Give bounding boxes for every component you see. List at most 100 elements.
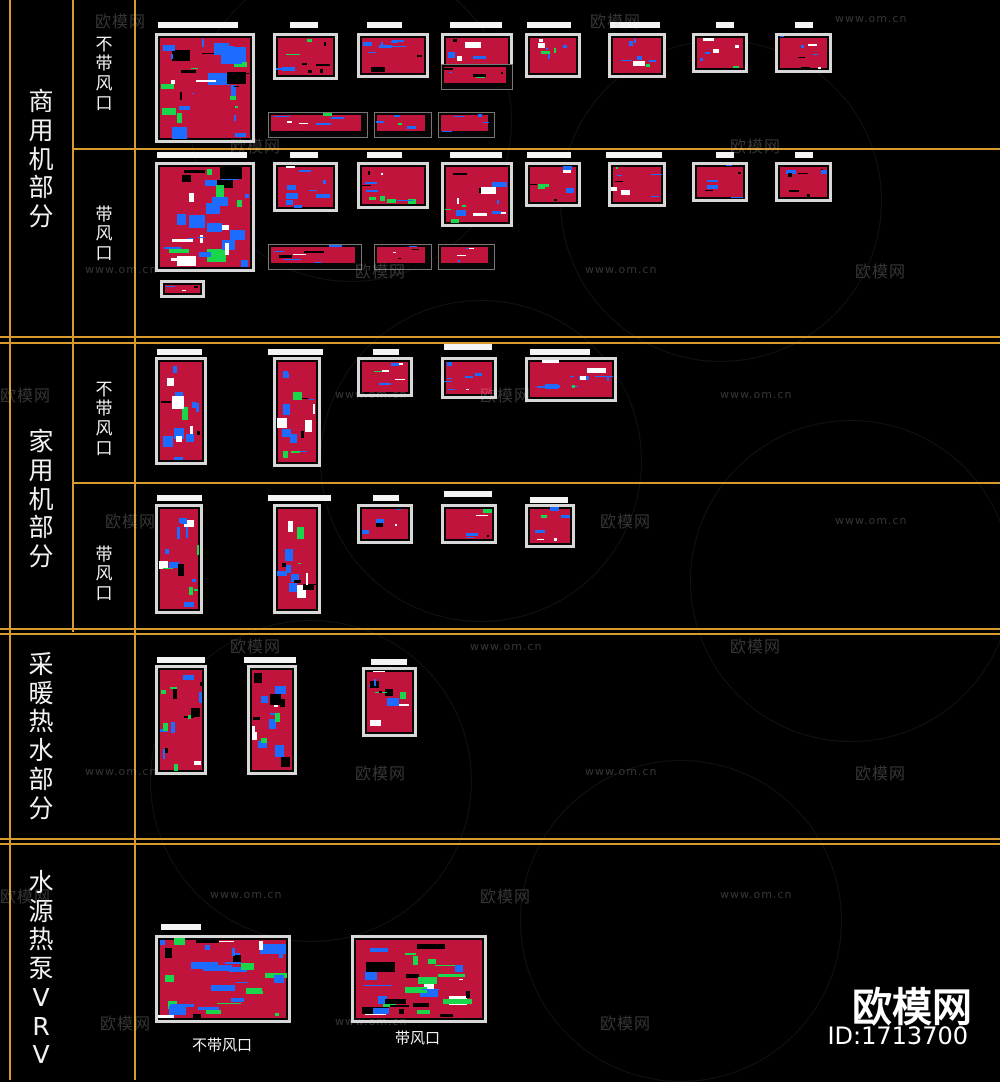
sheet-detail [274, 116, 290, 117]
sheet-detail [230, 96, 236, 100]
sheet-detail [188, 238, 194, 239]
sheet-detail [473, 213, 487, 216]
sheet-title-bar [158, 22, 238, 28]
sheet-detail [821, 169, 823, 170]
sheet-detail [481, 187, 496, 194]
watermark-logo: 欧模网 [230, 637, 282, 656]
sheet-detail [203, 965, 232, 971]
sheet-detail [447, 362, 452, 366]
sheet-detail [380, 196, 385, 201]
sheet-detail [191, 708, 200, 717]
sheet-detail [393, 252, 396, 253]
subcategory-char: 口 [95, 438, 113, 459]
subcategory-char: 风 [95, 74, 113, 94]
sheet-detail [457, 198, 459, 204]
category-char: R [32, 1011, 50, 1041]
drawing-sheet [155, 935, 291, 1023]
drawing-sheet [273, 33, 338, 80]
sheet-detail [202, 53, 219, 54]
grid-vline [9, 0, 11, 1080]
sheet-detail [449, 72, 452, 73]
sheet-detail [780, 36, 784, 37]
sheet-detail [163, 568, 173, 569]
sheet-detail [363, 42, 372, 46]
sheet-detail [231, 998, 244, 1002]
sheet-detail [184, 520, 194, 527]
sheet-detail [316, 194, 330, 198]
sheet-detail [801, 45, 804, 48]
sheet-detail [277, 571, 287, 576]
sheet-detail [537, 539, 544, 540]
sheet-detail [194, 286, 198, 288]
sheet-detail [563, 45, 567, 48]
sheet-detail [651, 196, 659, 197]
sheet-detail [378, 996, 387, 1004]
drawing-sheet [351, 935, 487, 1023]
sheet-detail [731, 197, 743, 198]
sheet-title-bar [290, 152, 318, 158]
drawing-sheet [525, 33, 581, 78]
sheet-detail [801, 67, 810, 68]
sheet-detail [542, 360, 559, 363]
sheet-detail [442, 131, 452, 132]
sheet-detail [300, 451, 307, 452]
subcategory-char: 带 [95, 544, 113, 565]
sheet-detail [409, 246, 417, 247]
sheet-detail [554, 199, 557, 201]
sheet-detail [457, 255, 466, 256]
sheet-detail [554, 48, 556, 53]
sheet-detail [458, 260, 460, 262]
sheet-detail [421, 989, 439, 990]
category-char: 商 [28, 87, 54, 117]
sheet-detail [362, 530, 369, 534]
sheet-detail [473, 74, 486, 77]
sheet-detail [233, 955, 241, 962]
sheet-detail [459, 979, 463, 980]
sheet-detail [174, 457, 183, 460]
category-char: 热 [28, 925, 54, 955]
sheet-title-bar [157, 495, 202, 501]
sheet-detail [462, 205, 466, 207]
sheet-detail [456, 210, 466, 216]
sheet-detail [379, 45, 392, 48]
sheet-detail [538, 43, 545, 48]
watermark-arc [520, 760, 842, 1082]
sheet-detail [254, 673, 262, 683]
sheet-title-bar [606, 152, 662, 158]
sheet-detail [308, 70, 312, 73]
category-char: 热 [28, 707, 54, 737]
sheet-detail [629, 41, 633, 46]
subcategory-char: 口 [95, 243, 113, 264]
sheet-detail [231, 85, 236, 96]
sheet-detail [479, 188, 481, 193]
sheet-detail [283, 451, 288, 458]
sheet-panel [530, 509, 570, 543]
watermark-logo: 欧模网 [480, 887, 532, 906]
sheet-title-bar [290, 22, 318, 28]
sheet-title-bar [444, 491, 492, 497]
sheet-detail [290, 434, 297, 443]
sheet-title-bar [450, 152, 502, 158]
sheet-detail [286, 166, 295, 168]
sheet-detail [466, 248, 469, 249]
sheet-title-bar [527, 22, 571, 28]
sheet-detail [453, 39, 457, 42]
sheet-title-bar [367, 152, 402, 158]
sheet-detail [171, 722, 175, 733]
drawing-sheet [441, 162, 513, 227]
sheet-detail [595, 376, 613, 377]
sheet-detail [237, 200, 242, 207]
sheet-panel [530, 362, 612, 397]
drawing-sheet [525, 162, 581, 207]
category-char: 暖 [28, 678, 54, 708]
sheet-detail [216, 180, 233, 188]
drawing-sheet [441, 504, 497, 544]
sheet-detail [331, 117, 344, 119]
sheet-detail [284, 259, 301, 260]
watermark-url: www.om.cn [720, 388, 793, 401]
sheet-detail [259, 941, 263, 950]
sheet-detail [400, 692, 406, 699]
sheet-detail [199, 692, 202, 703]
category-char: 泵 [28, 954, 54, 984]
sheet-detail [192, 579, 196, 582]
